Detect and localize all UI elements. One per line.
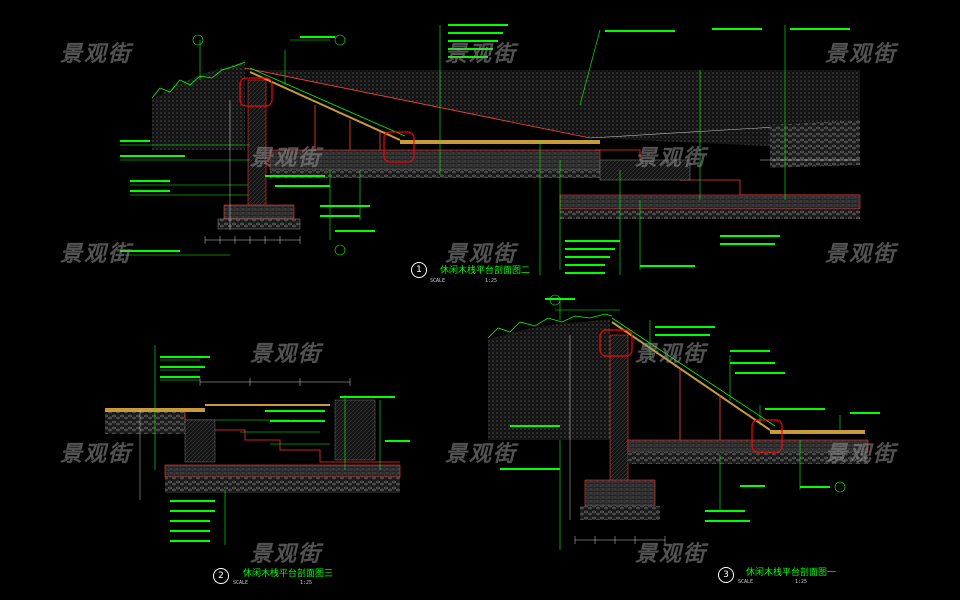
watermark: 景观街 (635, 342, 708, 367)
section-1-drawing (120, 24, 861, 275)
watermark: 景观街 (635, 542, 708, 567)
watermark: 景观街 (250, 342, 323, 367)
section-1-grass-mound (152, 62, 245, 150)
section-1-highlight-top (239, 77, 273, 107)
section-1-rock-fill (770, 120, 860, 168)
section-1-scale-label: SCALE (430, 278, 446, 284)
section-2-number: 2 (213, 568, 229, 584)
section-1-scale-value: 1:25 (485, 278, 498, 284)
section-3-title: 休闲木栈平台剖面图一 (746, 568, 837, 578)
section-1-step-base (559, 194, 861, 210)
section-1-deck-gravel (270, 170, 600, 178)
section-1-flat-deck (400, 140, 600, 144)
section-1-sloped-deck-rail (249, 67, 406, 137)
watermark: 景观街 (60, 242, 133, 267)
section-2-base-concrete (164, 464, 401, 478)
section-3-number: 3 (718, 567, 734, 583)
section-1-slope-line (244, 67, 591, 139)
section-3-scale-value: 1:25 (795, 579, 808, 585)
section-3-wall-footing (584, 479, 656, 507)
section-3-retaining-wall (609, 334, 629, 486)
watermark: 景观街 (825, 242, 898, 267)
watermark: 景观街 (250, 146, 323, 171)
watermark: 景观街 (60, 442, 133, 467)
section-3-sloped-deck (611, 321, 771, 431)
watermark: 景观街 (445, 442, 518, 467)
watermark: 景观街 (445, 42, 518, 67)
section-2-scale-value: 1:25 (300, 580, 313, 586)
section-2-drawing (105, 345, 410, 545)
watermark: 景观街 (250, 542, 323, 567)
section-1-number: 1 (411, 262, 427, 278)
section-1-highlight-joint (383, 131, 415, 163)
section-3-flat-deck (770, 430, 865, 434)
section-1-grass-line (151, 61, 246, 99)
watermark: 景观街 (825, 442, 898, 467)
section-1-sloped-deck (249, 71, 401, 141)
section-2-base-gravel (165, 477, 400, 493)
section-3-grass-mound (488, 320, 610, 440)
section-2-title: 休闲木栈平台剖面图三 (243, 569, 334, 579)
section-1-soil-fill (245, 68, 860, 150)
section-3-highlight-top (599, 329, 633, 357)
section-3-drawing (487, 294, 880, 550)
watermark: 景观街 (445, 242, 518, 267)
section-1-title: 休闲木栈平台剖面图二 (440, 266, 531, 276)
watermark: 景观街 (60, 42, 133, 67)
section-2-scale-label: SCALE (233, 580, 249, 586)
section-1-wall-footing (223, 204, 295, 220)
watermark: 景观街 (825, 42, 898, 67)
section-3-highlight-joint (751, 419, 783, 453)
watermark: 景观街 (635, 146, 708, 171)
section-1-footing-gravel (217, 218, 301, 230)
section-1-step-gravel (560, 209, 860, 219)
section-3-scale-label: SCALE (738, 579, 754, 585)
